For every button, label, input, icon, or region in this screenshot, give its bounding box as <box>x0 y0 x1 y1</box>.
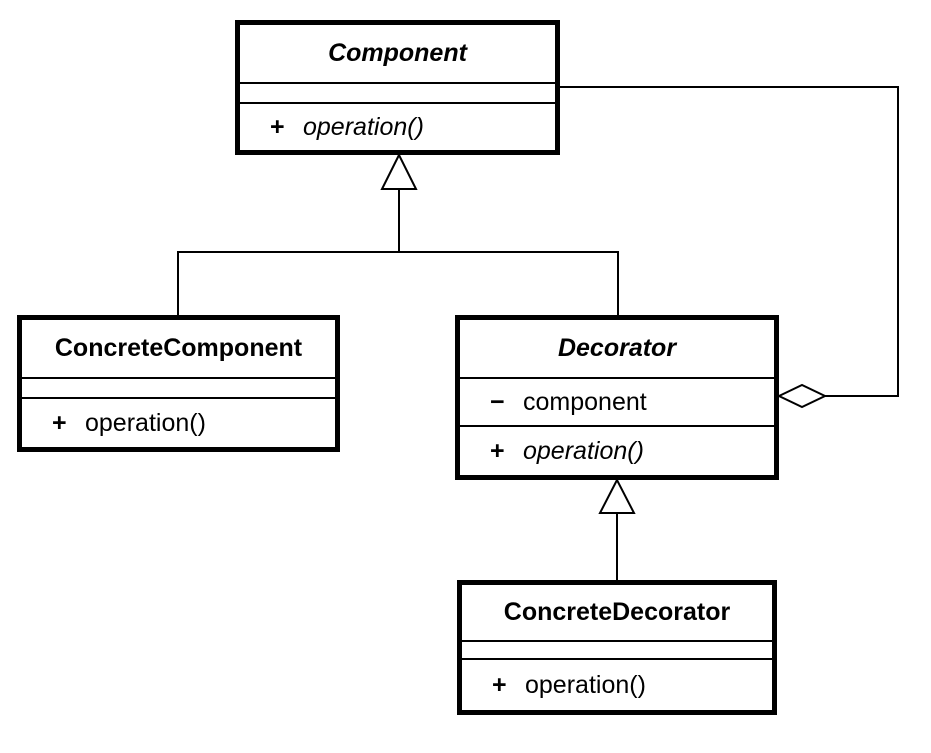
attributes-compartment <box>22 377 335 397</box>
operation-row: + operation() <box>22 399 335 447</box>
class-box-concrete-component: ConcreteComponent + operation() <box>17 315 340 452</box>
class-box-decorator: Decorator − component + operation() <box>455 315 779 480</box>
operations-compartment: + operation() <box>22 397 335 447</box>
operation-row: + operation() <box>460 427 774 475</box>
class-name: Component <box>328 39 467 67</box>
generalization-to-decorator-connector <box>598 477 636 584</box>
class-box-component: Component + operation() <box>235 20 560 155</box>
attributes-compartment: − component <box>460 377 774 425</box>
class-name: ConcreteDecorator <box>503 598 731 626</box>
operation-name: operation() <box>303 112 424 141</box>
operation-name: operation() <box>85 408 206 437</box>
inheritance-triangle-icon <box>598 477 636 514</box>
operation-name: operation() <box>523 436 644 465</box>
operations-compartment: + operation() <box>462 658 772 710</box>
visibility-symbol: + <box>52 408 67 437</box>
operation-name: operation() <box>525 670 646 699</box>
attributes-compartment <box>240 82 555 102</box>
attributes-compartment <box>462 640 772 658</box>
operations-compartment: + operation() <box>240 102 555 150</box>
operation-row: + operation() <box>240 104 555 150</box>
visibility-symbol: + <box>490 436 505 465</box>
operations-compartment: + operation() <box>460 425 774 475</box>
visibility-symbol: + <box>492 670 507 699</box>
visibility-symbol: + <box>270 112 285 141</box>
class-box-concrete-decorator: ConcreteDecorator + operation() <box>457 580 777 715</box>
generalization-to-component-connector <box>177 152 619 320</box>
attribute-name: component <box>523 387 647 416</box>
operation-row: + operation() <box>462 660 772 710</box>
inheritance-triangle-icon <box>380 152 418 190</box>
class-name: ConcreteComponent <box>54 334 303 362</box>
attribute-row: − component <box>460 379 774 425</box>
aggregation-diamond-icon <box>776 383 828 409</box>
visibility-symbol: − <box>490 387 505 416</box>
class-name: Decorator <box>557 334 677 362</box>
